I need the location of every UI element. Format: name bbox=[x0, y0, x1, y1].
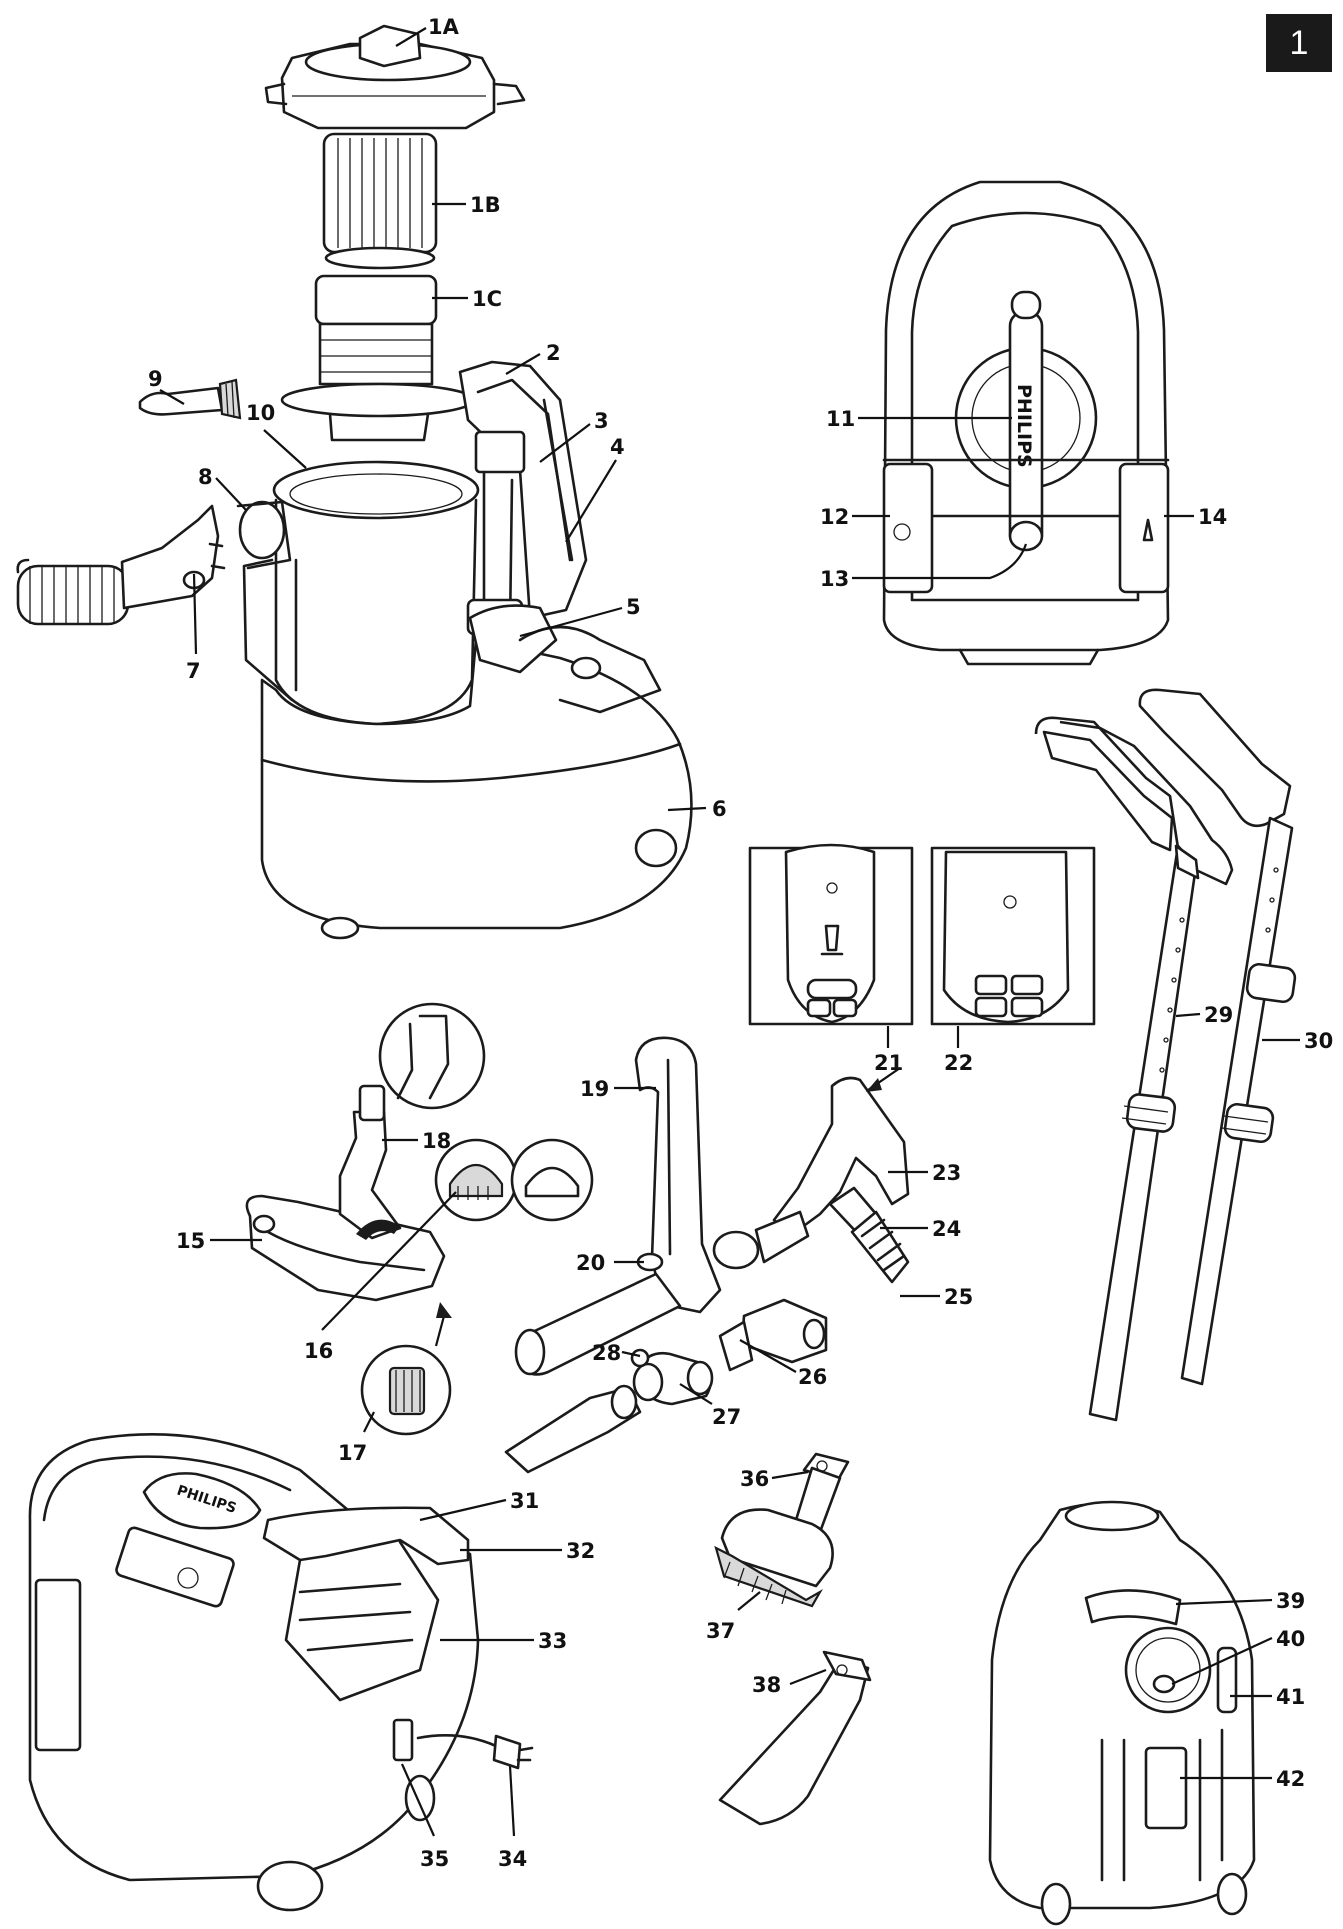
label-1a: 1A bbox=[428, 15, 460, 39]
floor-nozzle-15 bbox=[245, 1084, 446, 1302]
handle-panel-21 bbox=[748, 843, 914, 1026]
label-20: 20 bbox=[576, 1251, 605, 1275]
nozzle-detail-18 bbox=[378, 1002, 486, 1110]
label-19: 19 bbox=[580, 1077, 609, 1101]
label-11: 11 bbox=[826, 407, 855, 431]
label-42: 42 bbox=[1276, 1767, 1305, 1791]
unit-top-view: PHILIPS bbox=[882, 180, 1170, 666]
crevice-38 bbox=[718, 1650, 872, 1826]
label-3: 3 bbox=[594, 409, 609, 433]
label-40: 40 bbox=[1276, 1627, 1305, 1651]
label-24: 24 bbox=[932, 1217, 961, 1241]
label-15: 15 bbox=[176, 1229, 205, 1253]
handle-panel-22 bbox=[930, 846, 1096, 1026]
label-30: 30 bbox=[1304, 1029, 1333, 1053]
label-9: 9 bbox=[148, 367, 163, 391]
handle-19 bbox=[634, 1036, 722, 1314]
label-29: 29 bbox=[1204, 1003, 1233, 1027]
label-1b: 1B bbox=[470, 193, 501, 217]
label-10: 10 bbox=[246, 401, 275, 425]
label-22: 22 bbox=[944, 1051, 973, 1075]
label-5: 5 bbox=[626, 595, 641, 619]
label-8: 8 bbox=[198, 465, 213, 489]
label-18: 18 bbox=[422, 1129, 451, 1153]
label-32: 32 bbox=[566, 1539, 595, 1563]
label-34: 34 bbox=[498, 1847, 527, 1871]
label-39: 39 bbox=[1276, 1589, 1305, 1613]
nozzle-detail-17 bbox=[360, 1302, 452, 1436]
leader-lines bbox=[159, 27, 1300, 1837]
label-6: 6 bbox=[712, 797, 727, 821]
brush-tool-36-37 bbox=[714, 1452, 850, 1608]
label-41: 41 bbox=[1276, 1685, 1305, 1709]
side-cover-2 bbox=[458, 360, 588, 620]
label-36: 36 bbox=[740, 1467, 769, 1491]
label-1c: 1C bbox=[472, 287, 502, 311]
label-26: 26 bbox=[798, 1365, 827, 1389]
label-25: 25 bbox=[944, 1285, 973, 1309]
page-number-badge: 1 bbox=[1266, 14, 1332, 72]
filter-1c bbox=[280, 274, 476, 442]
base-body bbox=[260, 638, 693, 940]
nozzle-detail-16 bbox=[434, 1138, 594, 1222]
label-7: 7 bbox=[186, 659, 201, 683]
label-31: 31 bbox=[510, 1489, 539, 1513]
connector-26 bbox=[718, 1298, 828, 1372]
open-unit: PHILIPS bbox=[28, 1433, 534, 1912]
handle-23-24-25 bbox=[712, 1076, 910, 1284]
rear-unit bbox=[988, 1500, 1256, 1926]
label-33: 33 bbox=[538, 1629, 567, 1653]
callout-labels: 1A 1B 1C 2 3 4 5 6 7 8 9 10 11 12 13 14 … bbox=[148, 15, 1333, 1871]
tube-20 bbox=[514, 1272, 682, 1376]
label-2: 2 bbox=[546, 341, 561, 365]
label-17: 17 bbox=[338, 1441, 367, 1465]
label-27: 27 bbox=[712, 1405, 741, 1429]
label-12: 12 bbox=[820, 505, 849, 529]
label-28: 28 bbox=[592, 1341, 621, 1365]
crevice-tool bbox=[504, 1384, 642, 1474]
label-35: 35 bbox=[420, 1847, 449, 1871]
filter-1b bbox=[322, 132, 438, 270]
label-13: 13 bbox=[820, 567, 849, 591]
label-21: 21 bbox=[874, 1051, 903, 1075]
filter-cover-1a bbox=[264, 24, 526, 130]
label-38: 38 bbox=[752, 1673, 781, 1697]
tube-29 bbox=[1034, 716, 1234, 1422]
hose-inlet-8 bbox=[236, 500, 292, 570]
label-37: 37 bbox=[706, 1619, 735, 1643]
label-23: 23 bbox=[932, 1161, 961, 1185]
label-16: 16 bbox=[304, 1339, 333, 1363]
hose-7 bbox=[16, 504, 226, 626]
label-4: 4 bbox=[610, 435, 625, 459]
label-14: 14 bbox=[1198, 505, 1227, 529]
top-brand-label: PHILIPS bbox=[1013, 384, 1035, 468]
tube-30 bbox=[1138, 688, 1297, 1386]
